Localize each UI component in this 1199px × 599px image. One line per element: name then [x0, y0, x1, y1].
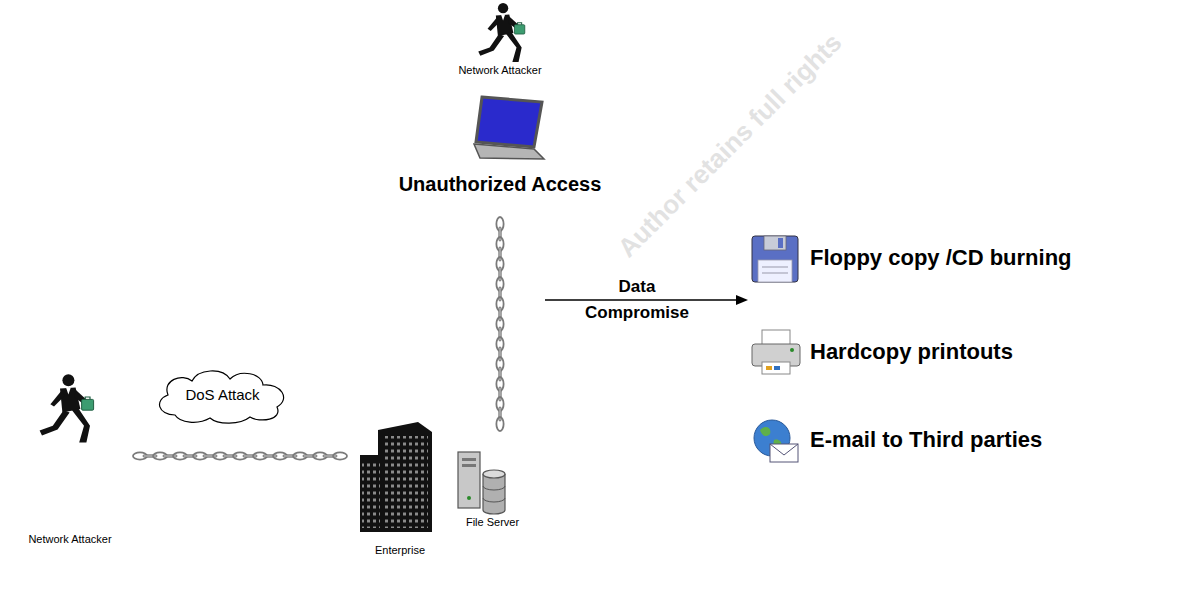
email-icon [754, 420, 798, 462]
attacker-figure [478, 3, 525, 62]
chain-link [499, 267, 501, 281]
chain-link [499, 367, 501, 381]
chain-link [243, 455, 257, 457]
chain-link [499, 247, 501, 261]
chain-connector [133, 452, 347, 459]
laptop-icon [474, 97, 544, 159]
chain-link [203, 455, 217, 457]
channel-label: Floppy copy /CD burning [810, 245, 1072, 271]
chain-link [263, 455, 277, 457]
output-channel: E-mail to Third parties [748, 412, 1188, 468]
file-server-icon [458, 452, 505, 514]
attacker-node: Network AttackerUnauthorized Access [380, 0, 620, 212]
attacker-figure [40, 374, 94, 442]
chain-link [499, 387, 501, 401]
building-icon [360, 422, 432, 532]
chain-link [499, 227, 501, 241]
chain-link [143, 455, 157, 457]
file-server-node: File Server [455, 440, 530, 535]
cloud-shape [160, 371, 284, 423]
chain-link [499, 307, 501, 321]
node-caption: Network Attacker [28, 533, 111, 546]
watermark: Author retains full rights [599, 14, 861, 276]
chain-link [499, 407, 501, 421]
chain-link [223, 455, 237, 457]
attacker-node: Network Attacker [10, 365, 130, 555]
enterprise-node: Enterprise [355, 420, 445, 565]
cloud-label: DoS Attack [185, 386, 259, 404]
node-caption: File Server [466, 516, 519, 529]
output-channel: Hardcopy printouts [748, 324, 1188, 380]
chain-link [499, 327, 501, 341]
chain-links [133, 452, 347, 459]
channel-label: Hardcopy printouts [810, 339, 1013, 365]
arrow-label: Data Compromise [577, 274, 697, 326]
dos-cloud: DoS Attack [150, 365, 295, 425]
floppy-icon [752, 236, 798, 282]
chain-links [496, 217, 503, 431]
output-channel: Floppy copy /CD burning [748, 230, 1188, 286]
access-label: Unauthorized Access [399, 172, 602, 196]
chain-link [496, 417, 503, 431]
node-caption: Network Attacker [458, 64, 541, 77]
printer-icon [752, 330, 800, 374]
chain-link [283, 455, 297, 457]
chain-connector [496, 217, 503, 431]
channel-label: E-mail to Third parties [810, 427, 1042, 453]
chain-link [163, 455, 177, 457]
chain-link [303, 455, 317, 457]
chain-link [333, 452, 347, 459]
chain-link [499, 287, 501, 301]
chain-link [499, 347, 501, 361]
chain-link [323, 455, 337, 457]
node-caption: Enterprise [375, 544, 425, 557]
chain-link [183, 455, 197, 457]
